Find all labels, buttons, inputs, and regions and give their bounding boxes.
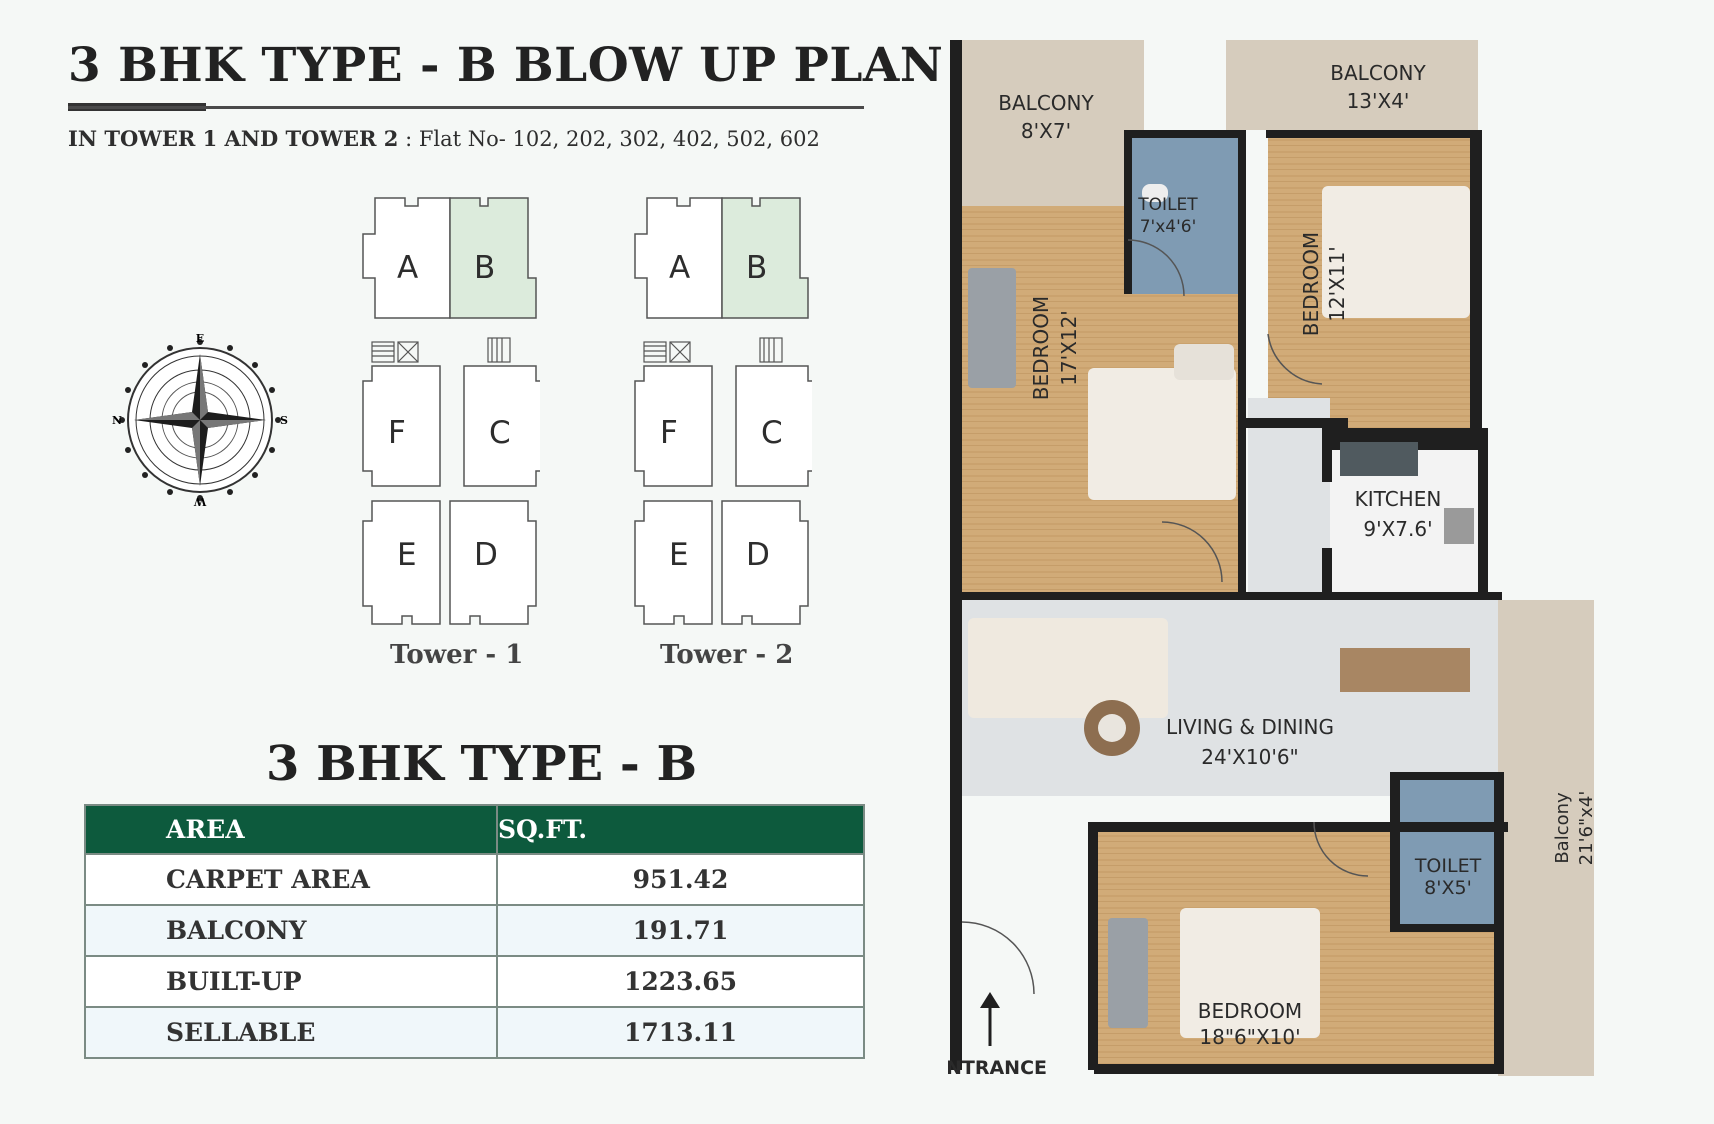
area-value-cell: 1713.11 bbox=[496, 1006, 865, 1059]
compass-north-label: N bbox=[112, 414, 122, 427]
compass-south-label: S bbox=[280, 414, 288, 427]
table-row: CARPET AREA 951.42 bbox=[84, 853, 865, 906]
bedroom-1-size: 17'X12' bbox=[1057, 310, 1081, 386]
area-table-header: AREA SQ.FT. bbox=[84, 804, 865, 855]
area-column-header: AREA bbox=[84, 804, 498, 855]
tower2-unit-f-label: F bbox=[660, 415, 678, 451]
area-name-cell: CARPET AREA bbox=[84, 853, 498, 906]
toilet-1-size: 7'x4'6' bbox=[1140, 217, 1197, 237]
balcony-1-size: 8'X7' bbox=[1021, 119, 1071, 143]
bedroom-3-name: BEDROOM bbox=[1198, 999, 1302, 1023]
tower2-unit-e-label: E bbox=[669, 537, 689, 573]
bedroom-1-name: BEDROOM bbox=[1029, 296, 1053, 400]
flat-numbers-subtitle: IN TOWER 1 AND TOWER 2 : Flat No- 102, 2… bbox=[68, 126, 820, 151]
flat-numbers-text: : Flat No- 102, 202, 302, 402, 502, 602 bbox=[398, 127, 820, 151]
table-row: BUILT-UP 1223.65 bbox=[84, 955, 865, 1008]
tower2-keyplan bbox=[634, 197, 812, 625]
passage-floor bbox=[1248, 398, 1330, 598]
tower2-label: Tower - 2 bbox=[660, 640, 794, 670]
floor-plan: BALCONY 8'X7' BALCONY 13'X4' TOILET 7'x4… bbox=[948, 40, 1597, 1079]
tower1-label: Tower - 1 bbox=[390, 640, 524, 670]
balcony-3-size: 21'6"x4' bbox=[1576, 791, 1597, 866]
toilet-2-name: TOILET bbox=[1414, 855, 1482, 877]
area-name-cell: SELLABLE bbox=[84, 1006, 498, 1059]
tower1-unit-b-label: B bbox=[474, 250, 496, 286]
bedroom-2-name: BEDROOM bbox=[1299, 232, 1323, 336]
sqft-column-header: SQ.FT. bbox=[496, 804, 865, 855]
compass-rose-icon: E N S W bbox=[112, 332, 288, 508]
balcony-1-name: BALCONY bbox=[998, 91, 1094, 115]
tower2-unit-c-label: C bbox=[761, 415, 783, 451]
tower1-unit-b bbox=[449, 197, 537, 319]
compass-west-label: W bbox=[193, 495, 207, 508]
area-table: AREA SQ.FT. CARPET AREA 951.42 BALCONY 1… bbox=[84, 804, 865, 1059]
table-row: SELLABLE 1713.11 bbox=[84, 1006, 865, 1059]
toilet-1-floor bbox=[1128, 138, 1242, 294]
balcony-3 bbox=[1498, 600, 1594, 1076]
area-name-cell: BUILT-UP bbox=[84, 955, 498, 1008]
title-underline bbox=[68, 106, 864, 109]
area-name-cell: BALCONY bbox=[84, 904, 498, 957]
living-dining-size: 24'X10'6" bbox=[1201, 745, 1299, 769]
tower2-unit-a-label: A bbox=[669, 250, 691, 286]
tower1-unit-f-label: F bbox=[388, 415, 406, 451]
tower2-unit-d-label: D bbox=[746, 537, 770, 573]
entrance-arrow-icon bbox=[980, 992, 1000, 1046]
area-value-cell: 951.42 bbox=[496, 853, 865, 906]
tower1-unit-d-label: D bbox=[474, 537, 498, 573]
tower1-unit-c-label: C bbox=[489, 415, 511, 451]
tower1-unit-e-label: E bbox=[397, 537, 417, 573]
tower1-unit-a-label: A bbox=[397, 250, 419, 286]
compass-east-label: E bbox=[196, 332, 204, 345]
living-dining-name: LIVING & DINING bbox=[1166, 715, 1334, 739]
entrance-label: ENTRANCE bbox=[948, 1057, 1047, 1079]
towers-text: IN TOWER 1 AND TOWER 2 bbox=[68, 126, 399, 151]
page-title: 3 BHK TYPE - B BLOW UP PLAN bbox=[68, 38, 944, 93]
tower2-unit-b bbox=[721, 197, 809, 319]
tower2-unit-b-label: B bbox=[746, 250, 768, 286]
unit-type-title: 3 BHK TYPE - B bbox=[266, 736, 698, 792]
kitchen-name: KITCHEN bbox=[1355, 487, 1442, 511]
area-value-cell: 191.71 bbox=[496, 904, 865, 957]
toilet-2-size: 8'X5' bbox=[1424, 877, 1472, 899]
balcony-2 bbox=[1226, 40, 1478, 130]
area-value-cell: 1223.65 bbox=[496, 955, 865, 1008]
bedroom-3-size: 18"6"X10' bbox=[1199, 1025, 1300, 1049]
balcony-2-size: 13'X4' bbox=[1347, 89, 1410, 113]
kitchen-size: 9'X7.6' bbox=[1363, 517, 1432, 541]
toilet-2-floor bbox=[1396, 778, 1496, 928]
bedroom-2-size: 12'X11' bbox=[1325, 246, 1349, 322]
tower1-keyplan bbox=[362, 197, 540, 625]
balcony-2-name: BALCONY bbox=[1330, 61, 1426, 85]
toilet-1-name: TOILET bbox=[1137, 195, 1198, 215]
balcony-3-name: Balcony bbox=[1552, 792, 1573, 864]
table-row: BALCONY 191.71 bbox=[84, 904, 865, 957]
balcony-1 bbox=[960, 40, 1144, 206]
